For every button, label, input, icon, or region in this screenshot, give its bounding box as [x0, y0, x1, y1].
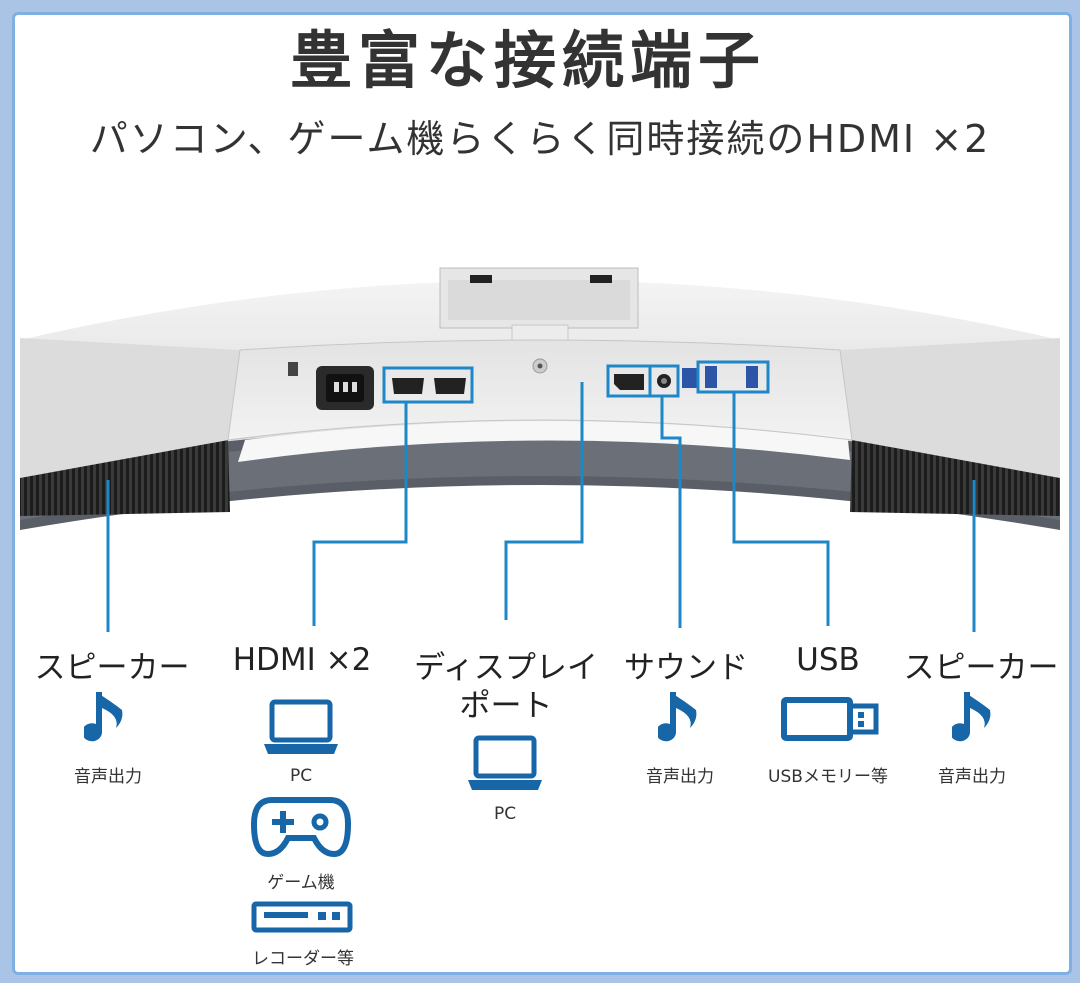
monitor-illustration [20, 267, 1060, 632]
music-note-icon [952, 688, 996, 748]
gamepad-icon [250, 792, 352, 862]
caption-sound: 音声出力 [646, 767, 714, 787]
caption-hdmi-game: ゲーム機 [267, 873, 335, 893]
label-speaker-right: スピーカー [903, 650, 1059, 686]
music-note-icon [84, 688, 128, 748]
audio-jack-box [648, 364, 680, 398]
right-speaker-grille [850, 440, 1060, 516]
image-frame: 豊富な接続端子 パソコン、ゲーム機らくらく同時接続のHDMI ×2 [12, 12, 1072, 975]
laptop-icon [466, 734, 544, 794]
label-hdmi: HDMI ×2 [232, 642, 372, 678]
connector-lines [106, 382, 976, 632]
caption-speaker-right: 音声出力 [938, 767, 1006, 787]
hdmi-port-box [382, 366, 474, 404]
usb-drive-icon [780, 694, 880, 744]
label-usb: USB [796, 642, 860, 678]
page-title: 豊富な接続端子 [289, 24, 766, 97]
left-speaker-grille [20, 440, 230, 516]
port-recess [227, 339, 853, 441]
label-displayport-line2: ポート [459, 688, 553, 724]
caption-hdmi-pc: PC [289, 766, 313, 786]
caption-displayport-pc: PC [493, 804, 517, 824]
caption-hdmi-recorder: レコーダー等 [252, 949, 354, 969]
page-subtitle: パソコン、ゲーム機らくらく同時接続のHDMI ×2 [89, 117, 991, 161]
label-displayport-line1: ディスプレイ [414, 650, 598, 686]
caption-usb: USBメモリー等 [768, 767, 888, 787]
stage: 豊富な接続端子 パソコン、ゲーム機らくらく同時接続のHDMI ×2 [15, 15, 1069, 972]
music-note-icon [658, 688, 702, 748]
label-sound: サウンド [624, 650, 748, 686]
caption-speaker-left: 音声出力 [74, 767, 142, 787]
laptop-icon [262, 698, 340, 758]
label-speaker-left: スピーカー [34, 650, 190, 686]
recorder-icon [250, 900, 354, 936]
